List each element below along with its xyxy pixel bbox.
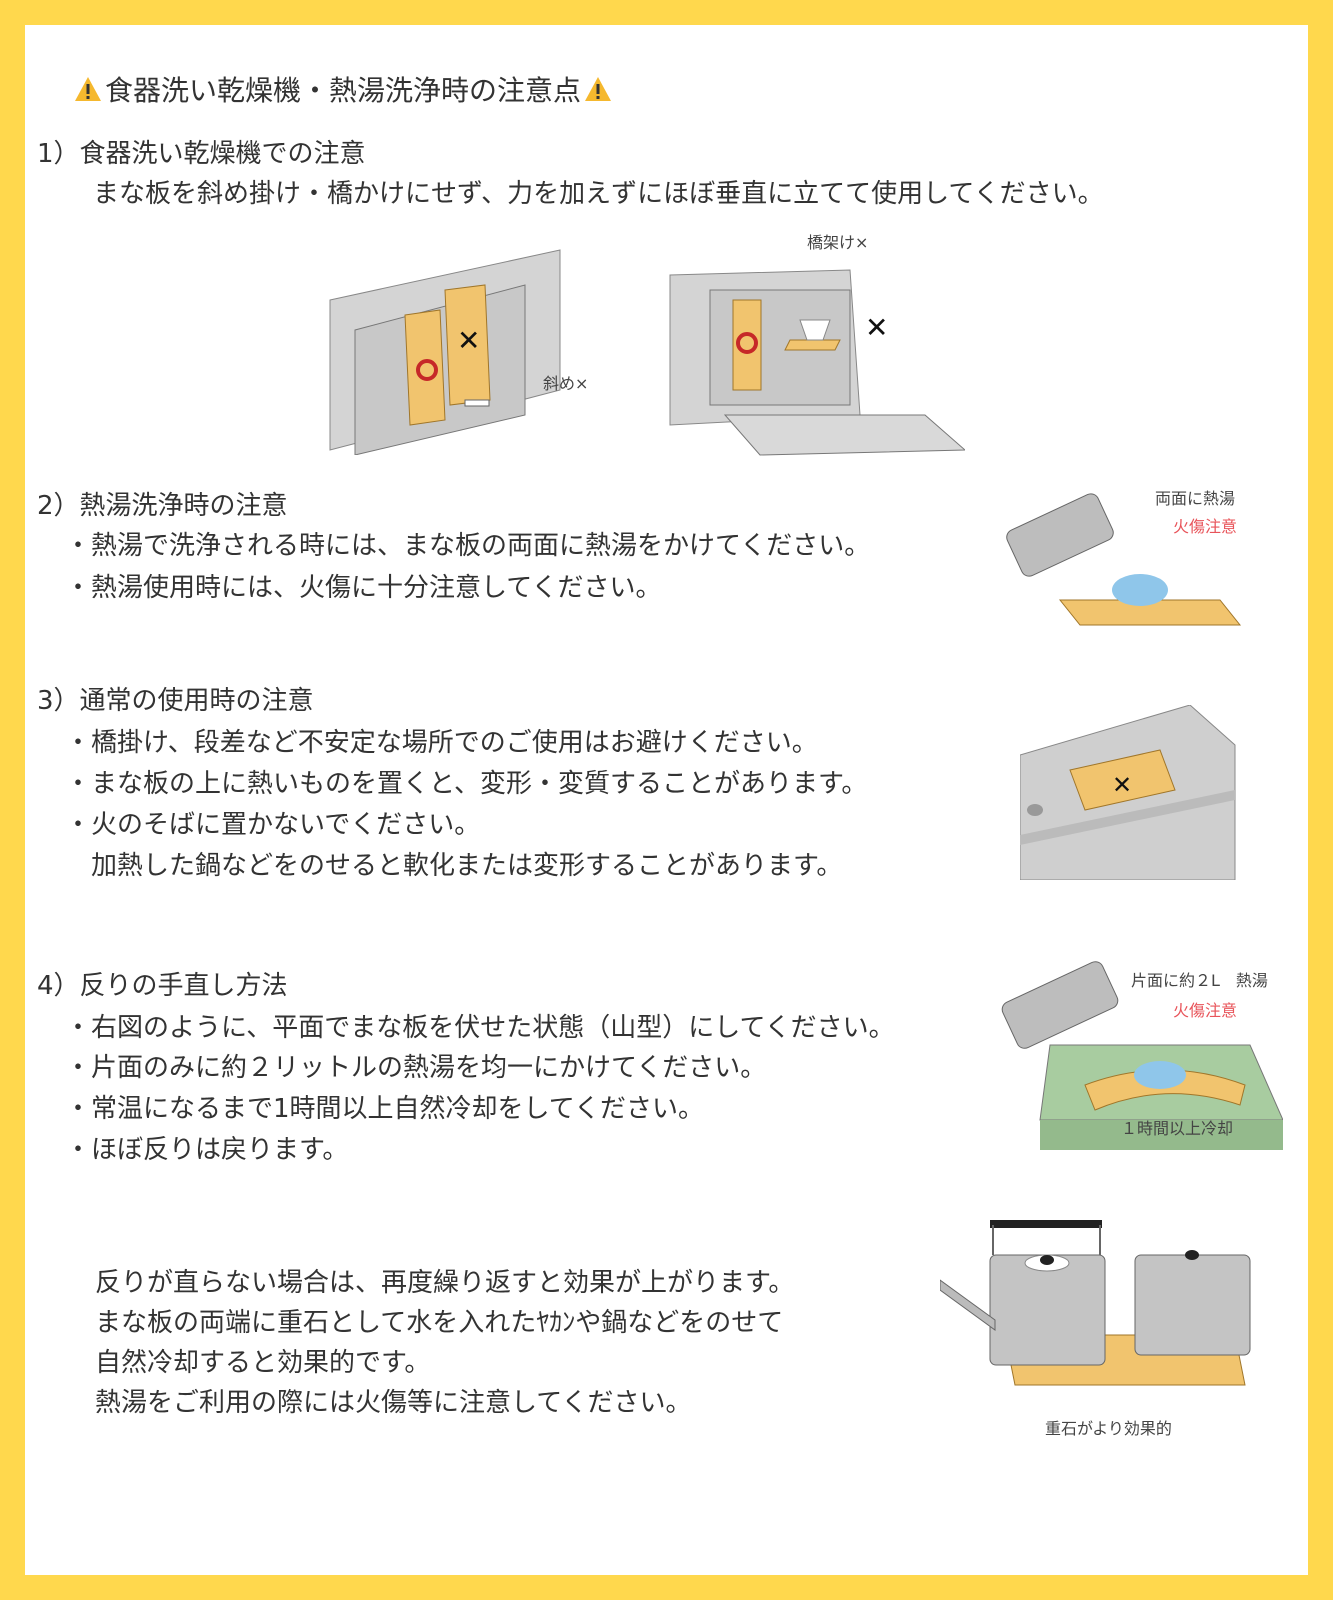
svg-text:✕: ✕ xyxy=(457,324,480,357)
warp-fix-illustration xyxy=(1001,961,1283,1150)
burn-warning-label: 火傷注意 xyxy=(1173,517,1238,536)
section-4-heading: 4）反りの手直し方法 xyxy=(37,971,288,1001)
bridge-label: 橋架け× xyxy=(807,233,869,252)
section-2-heading: 2）熱湯洗浄時の注意 xyxy=(37,491,288,521)
section-1-heading: 1）食器洗い乾燥機での注意 xyxy=(37,139,366,169)
one-side-label: 片面に約２L 熱湯 xyxy=(1131,971,1268,990)
note-line: まな板の両端に重石として水を入れたﾔｶﾝや鍋などをのせて xyxy=(95,1308,784,1338)
section-1-line: まな板を斜め掛け・橋かけにせず、力を加えずにほぼ垂直に立てて使用してください。 xyxy=(93,179,1104,209)
diagonal-label: 斜め× xyxy=(543,374,589,393)
section-2-line: ・熱湯使用時には、火傷に十分注意してください。 xyxy=(65,573,662,603)
note-line: 熱湯をご利用の際には火傷等に注意してください。 xyxy=(95,1388,692,1418)
counter-sink-illustration: ✕ xyxy=(1020,705,1236,880)
weights-caption: 重石がより効果的 xyxy=(1045,1419,1172,1438)
dishwasher-drawer-illustration: ✕ xyxy=(329,249,561,455)
section-3-line: ・火のそばに置かないでください。 xyxy=(65,810,481,840)
note-line: 反りが直らない場合は、再度繰り返すと効果が上がります。 xyxy=(95,1268,795,1298)
section-3-line: ・橋掛け、段差など不安定な場所でのご使用はお避けください。 xyxy=(65,728,818,758)
burn-warning-label: 火傷注意 xyxy=(1173,1001,1238,1020)
page-title: 食器洗い乾燥機・熱湯洗浄時の注意点 xyxy=(73,69,613,109)
section-4-line: ・片面のみに約２リットルの熱湯を均一にかけてください。 xyxy=(65,1053,767,1083)
section-3-line: ・まな板の上に熱いものを置くと、変形・変質することがあります。 xyxy=(65,769,868,799)
both-sides-label: 両面に熱湯 xyxy=(1155,489,1236,508)
warning-icon xyxy=(585,77,612,101)
svg-text:✕: ✕ xyxy=(1112,771,1132,799)
section-3-heading: 3）通常の使用時の注意 xyxy=(37,686,314,716)
svg-text:✕: ✕ xyxy=(865,311,888,344)
section-4-line: ・常温になるまで1時間以上自然冷却をしてください。 xyxy=(65,1094,704,1124)
notice-card: 食器洗い乾燥機・熱湯洗浄時の注意点 1）食器洗い乾燥機での注意 まな板を斜め掛け… xyxy=(25,25,1308,1575)
weights-illustration xyxy=(940,1220,1251,1386)
warning-icon xyxy=(75,77,101,101)
dishwasher-front-illustration: ✕ xyxy=(669,269,965,456)
section-3-line: 加熱した鍋などをのせると軟化または変形することがあります。 xyxy=(65,851,843,881)
section-2-line: ・熱湯で洗浄される時には、まな板の両面に熱湯をかけてください。 xyxy=(65,531,871,561)
cooling-caption: １時間以上冷却 xyxy=(1121,1119,1234,1138)
note-line: 自然冷却すると効果的です。 xyxy=(95,1348,431,1378)
section-4-line: ・右図のように、平面でまな板を伏せた状態（山型）にしてください。 xyxy=(65,1013,895,1043)
section-4-line: ・ほぼ反りは戻ります。 xyxy=(65,1135,349,1165)
kettle-pour-illustration xyxy=(1006,493,1242,626)
